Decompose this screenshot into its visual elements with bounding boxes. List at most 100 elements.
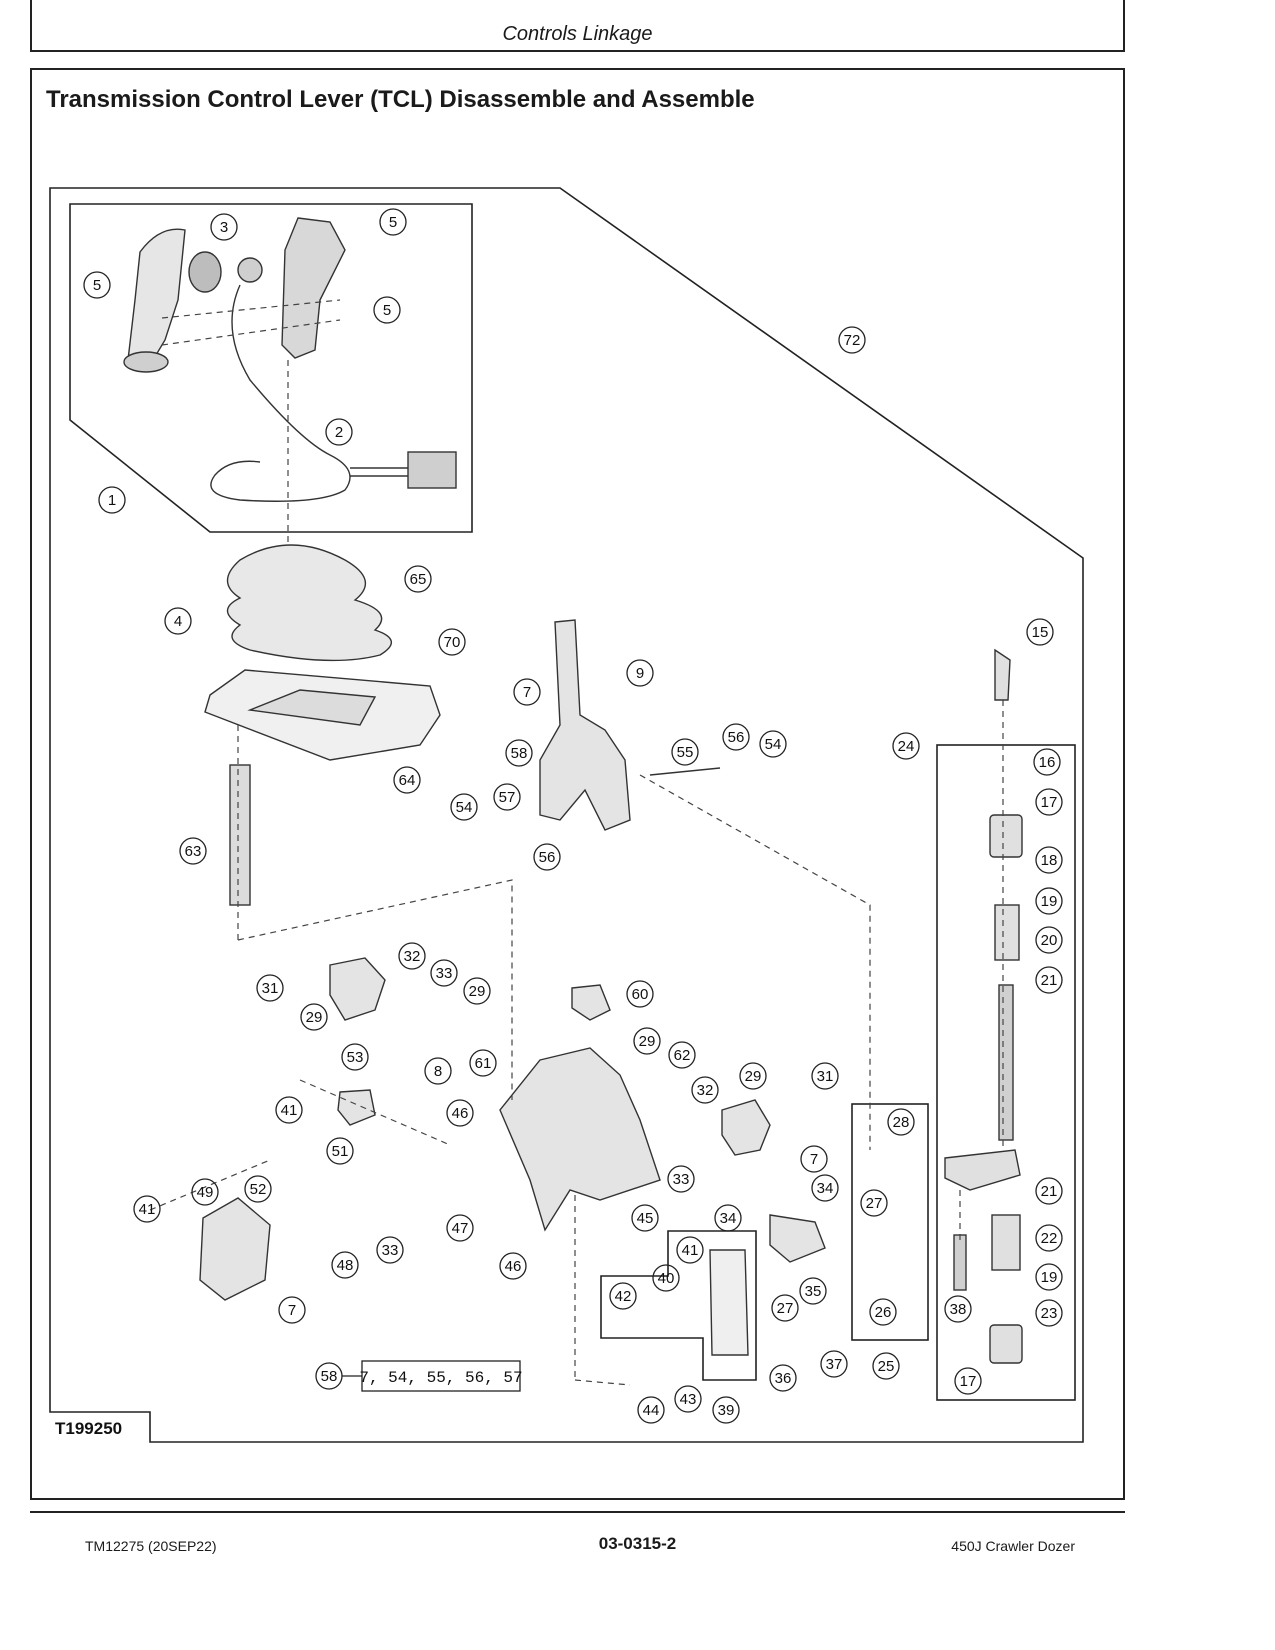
svg-text:41: 41: [682, 1242, 699, 1259]
svg-text:20: 20: [1041, 932, 1058, 949]
footer-machine: 450J Crawler Dozer: [951, 1538, 1075, 1554]
svg-text:21: 21: [1041, 1183, 1058, 1200]
svg-text:38: 38: [950, 1301, 967, 1318]
svg-text:17: 17: [1041, 794, 1058, 811]
svg-text:65: 65: [410, 571, 427, 588]
figure-border: [49, 187, 1084, 1443]
svg-text:34: 34: [817, 1180, 834, 1197]
svg-text:5: 5: [93, 277, 101, 294]
svg-text:3: 3: [220, 219, 228, 236]
svg-text:43: 43: [680, 1391, 697, 1408]
footer-page-number: 03-0315-2: [598, 1534, 677, 1553]
svg-text:58: 58: [321, 1368, 338, 1385]
svg-text:39: 39: [718, 1402, 735, 1419]
svg-text:28: 28: [893, 1114, 910, 1131]
svg-text:56: 56: [728, 729, 745, 746]
footer-rule: [30, 1511, 1125, 1513]
svg-text:60: 60: [632, 986, 649, 1003]
svg-text:9: 9: [636, 665, 644, 682]
svg-text:5: 5: [383, 302, 391, 319]
svg-text:53: 53: [347, 1049, 364, 1066]
svg-text:29: 29: [745, 1068, 762, 1085]
svg-text:19: 19: [1041, 893, 1058, 910]
figure-id: T199250: [55, 1419, 122, 1438]
handle-inset-border: [69, 203, 473, 533]
svg-text:33: 33: [382, 1242, 399, 1259]
svg-text:52: 52: [250, 1181, 267, 1198]
svg-text:18: 18: [1041, 852, 1058, 869]
svg-text:42: 42: [615, 1288, 632, 1305]
svg-text:33: 33: [436, 965, 453, 982]
svg-text:1: 1: [108, 492, 116, 509]
svg-text:46: 46: [505, 1258, 522, 1275]
svg-text:27: 27: [777, 1300, 794, 1317]
svg-text:2: 2: [335, 424, 343, 441]
content-frame: Transmission Control Lever (TCL) Disasse…: [30, 68, 1125, 1500]
svg-text:45: 45: [637, 1210, 654, 1227]
svg-text:34: 34: [720, 1210, 737, 1227]
svg-text:44: 44: [643, 1402, 660, 1419]
svg-text:54: 54: [765, 736, 782, 753]
bracket-group-box: [600, 1230, 757, 1381]
section-header: Controls Linkage: [502, 23, 653, 45]
svg-text:72: 72: [844, 332, 861, 349]
svg-text:22: 22: [1041, 1230, 1058, 1247]
svg-text:70: 70: [444, 634, 461, 651]
rod-group-box: [851, 1103, 929, 1341]
svg-text:29: 29: [469, 983, 486, 1000]
svg-text:40: 40: [658, 1270, 675, 1287]
svg-text:49: 49: [197, 1184, 214, 1201]
svg-text:51: 51: [332, 1143, 349, 1160]
svg-text:25: 25: [878, 1358, 895, 1375]
svg-text:36: 36: [775, 1370, 792, 1387]
svg-text:64: 64: [399, 772, 416, 789]
svg-text:5: 5: [389, 214, 397, 231]
svg-text:24: 24: [898, 738, 915, 755]
svg-text:27: 27: [866, 1195, 883, 1212]
svg-text:41: 41: [139, 1201, 156, 1218]
svg-text:31: 31: [262, 980, 279, 997]
svg-text:46: 46: [452, 1105, 469, 1122]
svg-text:57: 57: [499, 789, 516, 806]
svg-text:16: 16: [1039, 754, 1056, 771]
svg-text:15: 15: [1032, 624, 1049, 641]
svg-text:32: 32: [697, 1082, 714, 1099]
svg-text:29: 29: [639, 1033, 656, 1050]
svg-text:35: 35: [805, 1283, 822, 1300]
header-frame: Controls Linkage: [30, 0, 1125, 52]
footer-doc-number: TM12275 (20SEP22): [85, 1538, 217, 1554]
svg-text:32: 32: [404, 948, 421, 965]
svg-text:7: 7: [288, 1302, 296, 1319]
svg-text:8: 8: [434, 1063, 442, 1080]
svg-text:37: 37: [826, 1356, 843, 1373]
svg-text:61: 61: [475, 1055, 492, 1072]
svg-text:55: 55: [677, 744, 694, 761]
svg-text:48: 48: [337, 1257, 354, 1274]
svg-text:56: 56: [539, 849, 556, 866]
svg-text:31: 31: [817, 1068, 834, 1085]
actuator-group-box: [936, 744, 1076, 1401]
svg-text:29: 29: [306, 1009, 323, 1026]
svg-text:26: 26: [875, 1304, 892, 1321]
svg-text:19: 19: [1041, 1269, 1058, 1286]
svg-text:33: 33: [673, 1171, 690, 1188]
svg-text:7: 7: [523, 684, 531, 701]
kit-callout: [342, 1360, 521, 1392]
svg-text:47: 47: [452, 1220, 469, 1237]
boot-and-plate: [204, 544, 441, 906]
svg-text:63: 63: [185, 843, 202, 860]
svg-text:54: 54: [456, 799, 473, 816]
svg-text:7: 7: [810, 1151, 818, 1168]
svg-text:17: 17: [960, 1373, 977, 1390]
svg-text:4: 4: [174, 613, 182, 630]
page-title: Transmission Control Lever (TCL) Disasse…: [46, 86, 755, 113]
kit-parts-text: 7, 54, 55, 56, 57: [359, 1369, 522, 1387]
actuator-assembly: [944, 648, 1023, 1364]
lever-assembly: [199, 619, 826, 1356]
svg-text:21: 21: [1041, 972, 1058, 989]
handle-assembly: [123, 217, 457, 502]
svg-text:23: 23: [1041, 1305, 1058, 1322]
svg-text:41: 41: [281, 1102, 298, 1119]
